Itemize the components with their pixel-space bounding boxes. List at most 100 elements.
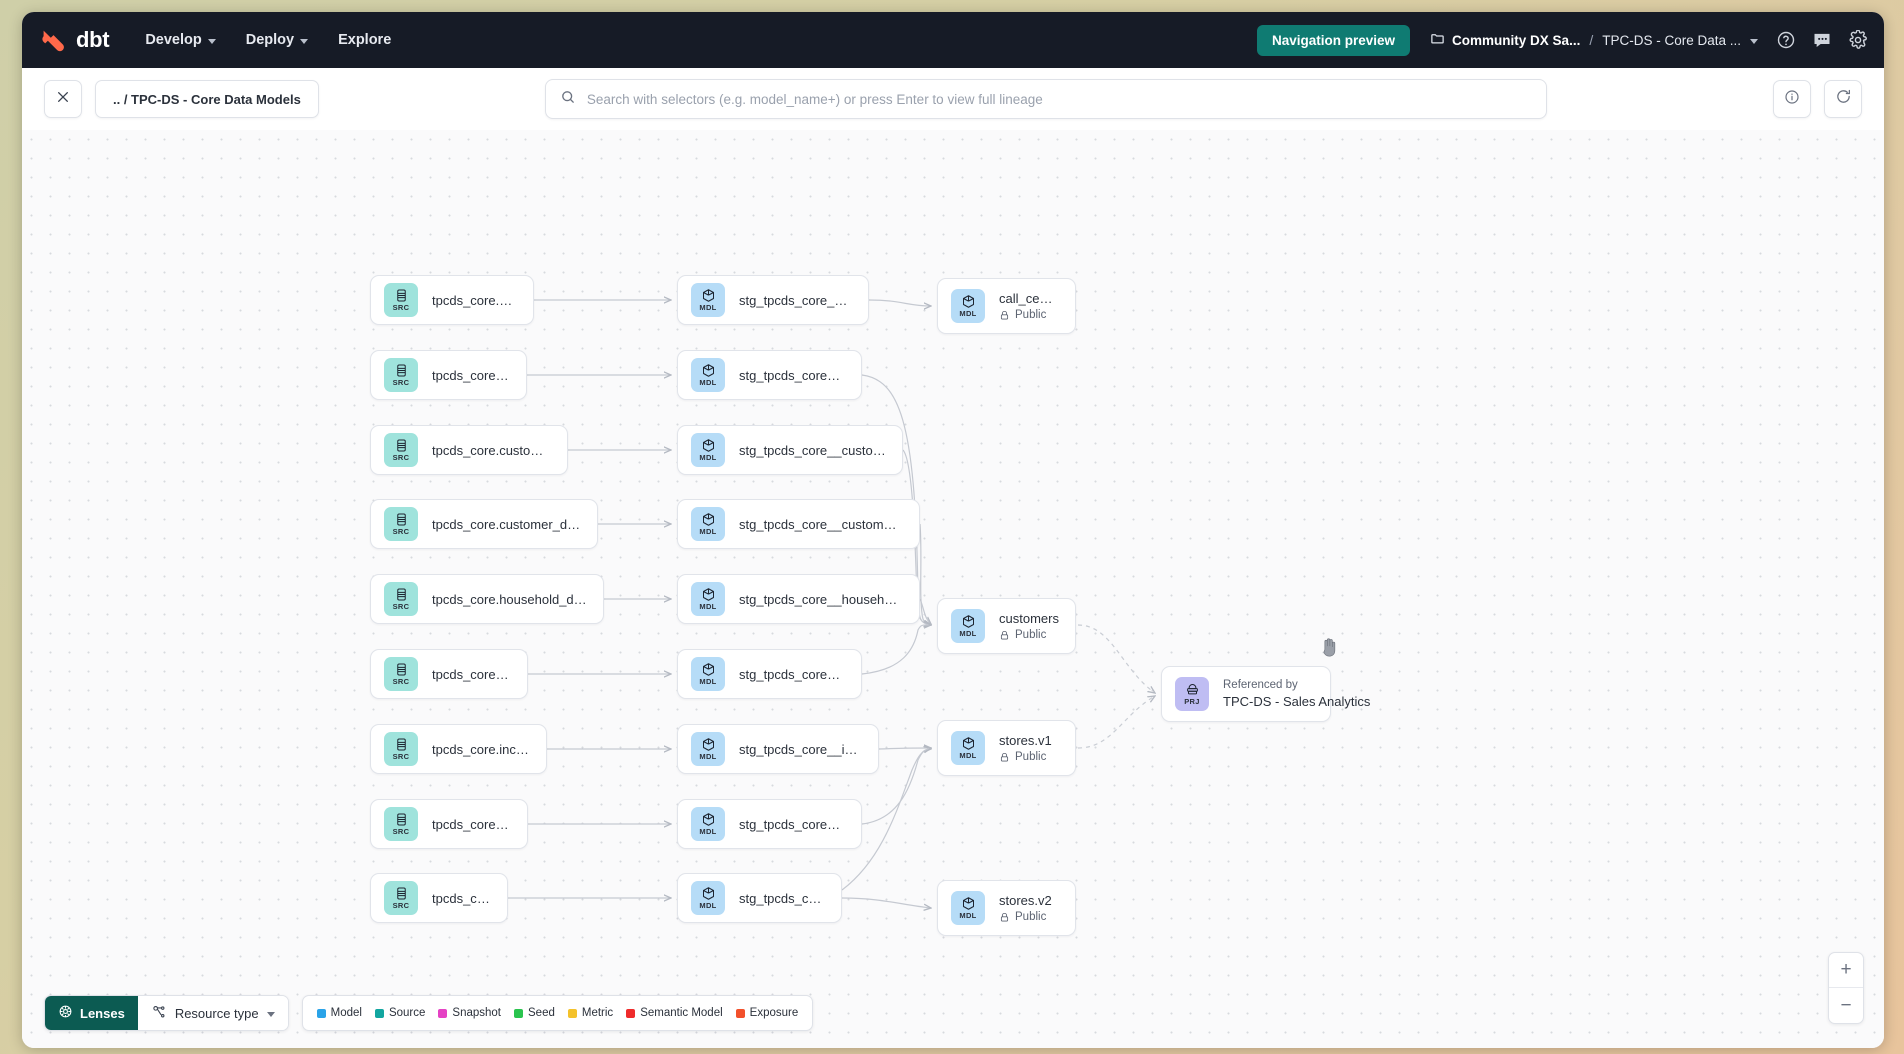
lineage-breadcrumb-button[interactable]: .. / TPC-DS - Core Data Models <box>95 80 319 118</box>
search-input[interactable] <box>586 91 1532 107</box>
legend-item-metric[interactable]: Metric <box>567 1007 614 1019</box>
node-name: stg_tpcds_core__store <box>739 890 825 906</box>
node-name: stg_tpcds_core__customer_demogra... <box>739 516 903 532</box>
navigation-preview-button[interactable]: Navigation preview <box>1257 24 1411 56</box>
nav-item-develop[interactable]: Develop <box>143 26 217 54</box>
legend-label: Semantic Model <box>640 1007 723 1019</box>
node-name: tpcds_core.customer_address <box>432 442 551 458</box>
mdl-badge-icon: MDL <box>951 891 985 925</box>
zoom-out-button[interactable]: − <box>1840 994 1852 1016</box>
lineage-node-src_date_dim[interactable]: SRC tpcds_core.date_dim <box>370 649 528 699</box>
node-text: stg_tpcds_core__customer_demogra... <box>739 517 903 532</box>
nav-icon-group <box>1776 30 1868 50</box>
node-access-label: Public <box>1015 751 1047 763</box>
brand-text: dbt <box>76 27 110 52</box>
lineage-canvas[interactable]: SRCtpcds_core.call_centerSRCtpcds_core.c… <box>22 130 1884 1048</box>
breadcrumb-project-label[interactable]: TPC-DS - Core Data ... <box>1602 32 1741 48</box>
src-badge-icon: SRC <box>384 433 418 467</box>
node-name: customers <box>999 611 1059 626</box>
node-text: tpcds_core.store <box>432 891 491 906</box>
legend-label: Metric <box>581 1007 614 1019</box>
legend-item-seed[interactable]: Seed <box>514 1007 555 1019</box>
mdl-badge-icon: MDL <box>951 609 985 643</box>
chevron-down-icon[interactable] <box>1750 38 1758 44</box>
node-text: tpcds_core.inventory <box>432 817 511 832</box>
nav-item-deploy[interactable]: Deploy <box>244 26 310 54</box>
node-name: stg_tpcds_core__inventory <box>739 816 845 832</box>
lineage-node-src_income_band[interactable]: SRC tpcds_core.income_band <box>370 724 547 774</box>
nodes-icon <box>151 1004 167 1023</box>
lineage-node-src_store[interactable]: SRC tpcds_core.store <box>370 873 508 923</box>
node-text: tpcds_core.income_band <box>432 742 530 757</box>
nav-label-explore: Explore <box>338 32 392 48</box>
lineage-node-pub_call_centers[interactable]: MDL call_centersPublic <box>937 278 1076 334</box>
info-button[interactable] <box>1773 80 1811 118</box>
close-button[interactable] <box>44 80 82 118</box>
lenses-button[interactable]: Lenses <box>45 996 138 1030</box>
resource-type-dropdown[interactable]: Resource type <box>137 996 288 1030</box>
node-name: tpcds_core.date_dim <box>432 666 511 682</box>
legend-item-source[interactable]: Source <box>374 1007 425 1019</box>
node-text: tpcds_core.customer_address <box>432 443 551 458</box>
src-badge-icon: SRC <box>384 657 418 691</box>
node-access-badge: Public <box>999 751 1052 763</box>
node-text: stg_tpcds_core__customer <box>739 368 845 383</box>
prj-badge-icon: PRJ <box>1175 677 1209 711</box>
refresh-button[interactable] <box>1824 80 1862 118</box>
breadcrumb-account[interactable]: Community DX Sa... <box>1430 31 1580 49</box>
legend-item-exposure[interactable]: Exposure <box>735 1007 798 1019</box>
app-window: dbt Develop Deploy Explore Navigation pr… <box>22 12 1884 1048</box>
node-name: stg_tpcds_core__income_band <box>739 741 862 757</box>
src-badge-icon: SRC <box>384 732 418 766</box>
lineage-node-mdl_hh_demo[interactable]: MDLstg_tpcds_core__household_demogr... <box>677 574 920 624</box>
dbt-logo[interactable]: dbt <box>40 27 110 54</box>
node-text: stg_tpcds_core__household_demogr... <box>739 592 903 607</box>
node-name: tpcds_core.call_center <box>432 292 517 308</box>
lock-icon <box>999 310 1010 321</box>
feedback-icon[interactable] <box>1812 30 1832 50</box>
lineage-node-mdl_cust_demo[interactable]: MDLstg_tpcds_core__customer_demogra... <box>677 499 920 549</box>
mdl-badge-icon: MDL <box>691 433 725 467</box>
src-badge-icon: SRC <box>384 881 418 915</box>
node-name: tpcds_core.store <box>432 890 491 906</box>
toolbar-right-actions <box>1773 80 1862 118</box>
node-name: tpcds_core.customer_demographics <box>432 516 581 532</box>
resource-type-legend: Model Source Snapshot Seed Metric Semantic Mo… <box>301 995 814 1031</box>
node-text: tpcds_core.customer <box>432 368 510 383</box>
zoom-in-button[interactable]: + <box>1829 953 1863 988</box>
node-access-label: Public <box>1015 911 1047 923</box>
legend-item-model[interactable]: Model <box>316 1007 362 1019</box>
node-name: stg_tpcds_core__date_dim <box>739 666 845 682</box>
top-navigation-bar: dbt Develop Deploy Explore Navigation pr… <box>22 12 1884 68</box>
node-text: stg_tpcds_core__store <box>739 891 825 906</box>
legend-item-snapshot[interactable]: Snapshot <box>438 1007 501 1019</box>
search-box[interactable] <box>544 79 1547 119</box>
node-text: stg_tpcds_core__call_center <box>739 293 852 308</box>
node-access-badge: Public <box>999 911 1052 923</box>
help-circle-icon[interactable] <box>1776 30 1796 50</box>
mdl-badge-icon: MDL <box>951 289 985 323</box>
lineage-node-src_cust_addr[interactable]: SRC tpcds_core.customer_address <box>370 425 568 475</box>
node-access-label: Public <box>1015 309 1047 321</box>
gear-icon[interactable] <box>1848 30 1868 50</box>
node-access-label: Public <box>1015 629 1047 641</box>
legend-item-semantic-model[interactable]: Semantic Model <box>626 1007 723 1019</box>
node-text: call_centersPublic <box>999 291 1059 321</box>
nav-item-explore[interactable]: Explore <box>336 26 393 54</box>
